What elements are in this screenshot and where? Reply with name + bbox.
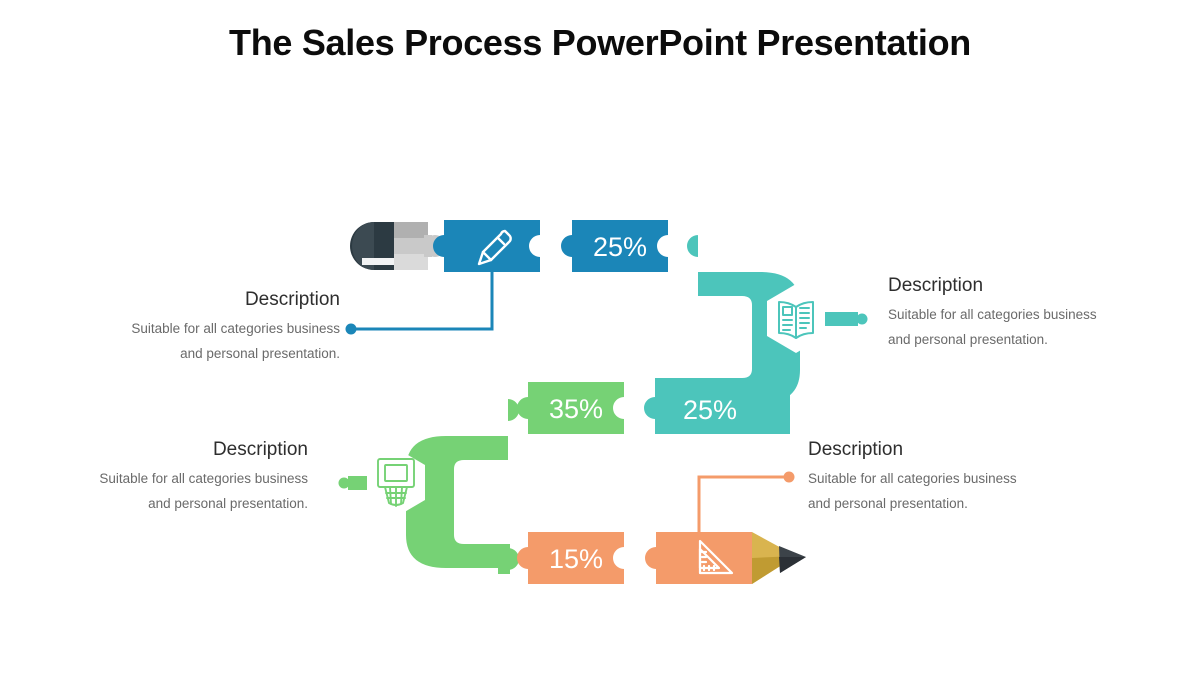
step-4-icon-tile[interactable]: [645, 532, 752, 584]
step-2-percent-label: 25%: [683, 395, 737, 425]
eraser-highlight: [362, 258, 394, 265]
page-title: The Sales Process PowerPoint Presentatio…: [229, 22, 971, 63]
step-3-connector-dot: [338, 477, 350, 489]
step-2-bracket[interactable]: 25%: [644, 220, 880, 434]
step-2-description-body: Suitable for all categories business and…: [888, 303, 1148, 353]
step-1-percent-tile-shape: [561, 220, 668, 272]
step-1-description-line-2: and personal presentation.: [180, 345, 340, 361]
step-4-connector: [697, 471, 795, 532]
step-4-icon-tile-shape: [645, 532, 752, 584]
step-1-connector-dot: [345, 323, 357, 335]
step-4-percent-tile-shape: [517, 532, 624, 584]
step-4-connector-line: [697, 475, 786, 532]
step-4-description-line-1: Suitable for all categories business: [808, 470, 1017, 486]
step-3-bracket-bottom-arm: [406, 520, 508, 568]
step-3-percent-tile[interactable]: 35%: [517, 382, 624, 434]
open-book-icon: [778, 301, 814, 339]
step-1-connector-line: [354, 272, 494, 331]
pencil-tip: [752, 532, 806, 584]
step-2-description-title: Description: [888, 275, 984, 296]
pencil-eraser-end: [350, 222, 446, 270]
step-4-description-line-2: and personal presentation.: [808, 495, 968, 511]
step-3-bottom-tab-neck: [498, 544, 510, 574]
ferrule-mid: [394, 238, 428, 254]
ferrule-top: [394, 222, 428, 238]
step-2-percent-tile-shape: [644, 382, 790, 434]
pencil-icon: [477, 229, 512, 266]
step-1-description-body: Suitable for all categories business and…: [80, 317, 340, 367]
step-3-hexagon-plate: [367, 448, 425, 517]
step-3-description-body: Suitable for all categories business and…: [48, 467, 308, 517]
step-2-connector: [856, 313, 868, 325]
step-2-description: Description Suitable for all categories …: [888, 276, 1148, 353]
step-1-description-title: Description: [244, 289, 340, 310]
step-3-description-title: Description: [212, 439, 308, 460]
step-1-connector: [345, 272, 494, 335]
ferrule-tab-neck: [424, 235, 432, 257]
step-1-percent-tile[interactable]: 25%: [561, 220, 668, 272]
step-3-percent-label: 35%: [549, 394, 603, 424]
step-1-icon-tile[interactable]: [433, 220, 540, 272]
step-3-description-line-2: and personal presentation.: [148, 495, 308, 511]
step-3-description: Description Suitable for all categories …: [48, 440, 308, 517]
step-3-percent-tile-shape: [517, 382, 624, 434]
set-square-icon: [698, 539, 734, 575]
pencil-graphite-shadow: [779, 557, 806, 573]
step-2-connector-dot: [856, 313, 868, 325]
step-2-description-line-2: and personal presentation.: [888, 331, 1048, 347]
ferrule-bottom: [394, 254, 428, 270]
step-4-description-body: Suitable for all categories business and…: [808, 467, 1068, 517]
step-2-bracket-top-arm: [687, 220, 800, 320]
step-2-description-line-1: Suitable for all categories business: [888, 306, 1097, 322]
step-1-icon-tile-shape: [433, 220, 540, 272]
step-3-connector: [338, 477, 350, 489]
step-4-description: Description Suitable for all categories …: [808, 440, 1068, 517]
step-4-connector-dot: [783, 471, 795, 483]
step-3-description-line-1: Suitable for all categories business: [99, 470, 308, 486]
step-1-percent-label: 25%: [593, 232, 647, 262]
step-1-description-line-1: Suitable for all categories business: [131, 320, 340, 336]
step-3-bracket-top-arm: [406, 384, 519, 484]
step-3-bracket[interactable]: [348, 380, 519, 586]
step-1-description: Description Suitable for all categories …: [80, 290, 340, 367]
step-4-description-title: Description: [808, 439, 904, 460]
basketball-hoop-icon: [377, 458, 415, 507]
step-4-percent-tile[interactable]: 15%: [517, 532, 624, 584]
step-4-percent-label: 15%: [549, 544, 603, 574]
